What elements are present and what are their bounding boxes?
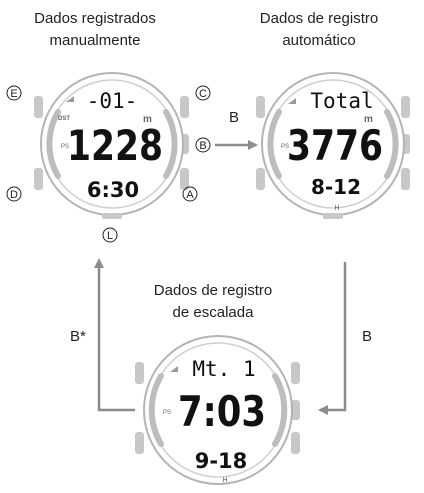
- button-label-b: B: [195, 137, 211, 153]
- svg-text:E: E: [10, 88, 17, 100]
- watch-climb-button-b[interactable]: [291, 400, 300, 420]
- arrow-climb-to-manual: [94, 258, 135, 412]
- button-label-a: A: [182, 186, 198, 202]
- watch-auto-bottom-lug: [323, 213, 343, 219]
- watch-manual-triangle-icon: [66, 96, 74, 102]
- watch-climb-button-a[interactable]: [291, 432, 300, 454]
- watch-climb-main: 7:03: [178, 387, 266, 436]
- svg-text:A: A: [186, 189, 194, 201]
- watch-manual-button-a[interactable]: [180, 168, 189, 190]
- watch-manual-button-e[interactable]: [34, 96, 43, 118]
- watch-auto-arc-right: [384, 109, 399, 179]
- watch-auto-top: Total: [310, 89, 373, 113]
- watch-climb-h: H: [222, 477, 227, 484]
- watch-climb-button-e[interactable]: [135, 362, 144, 384]
- watch-auto-button-d[interactable]: [256, 168, 265, 190]
- caption-climb-line2: de escalada: [172, 304, 254, 321]
- watch-auto-button-e[interactable]: [256, 96, 265, 118]
- svg-text:C: C: [199, 88, 207, 100]
- watch-climb-triangle-icon: [170, 366, 178, 372]
- watch-auto-button-c[interactable]: [401, 96, 410, 118]
- watch-auto-h: H: [334, 205, 339, 212]
- watch-auto-ps: PS: [281, 144, 289, 150]
- watch-auto-button-a[interactable]: [401, 168, 410, 190]
- caption-manual-line1: Dados registrados: [34, 10, 156, 27]
- watch-auto-m: m: [364, 114, 373, 125]
- arrow-label-climb-to-manual: B*: [70, 328, 86, 345]
- watch-climb-arc-right: [272, 373, 288, 447]
- button-label-e: E: [6, 85, 22, 101]
- button-label-l: L: [102, 227, 118, 243]
- svg-text:L: L: [107, 230, 113, 242]
- caption-auto-line2: automático: [282, 32, 356, 49]
- watch-climb-ps: PS: [163, 410, 171, 416]
- watch-climb-button-c[interactable]: [291, 362, 300, 384]
- arrow-label-manual-to-auto: B: [229, 109, 240, 126]
- caption-manual: Dados registrados manualmente: [10, 8, 180, 52]
- watch-auto-triangle-icon: [288, 98, 296, 104]
- watch-auto-bottom: 8-12: [311, 175, 361, 199]
- svg-text:B: B: [199, 140, 206, 152]
- watch-climb-bottom: 9-18: [195, 449, 248, 473]
- watch-manual-ps: PS: [61, 144, 69, 150]
- watch-manual: -01- DST m PS 1228 6:30: [34, 72, 189, 219]
- button-label-d: D: [6, 186, 22, 202]
- watch-auto-arc-left: [267, 109, 282, 179]
- arrow-label-auto-to-climb: B: [362, 328, 373, 345]
- watch-manual-m: m: [143, 114, 152, 125]
- caption-auto-line1: Dados de registro: [259, 10, 379, 27]
- watch-manual-button-d[interactable]: [34, 168, 43, 190]
- watch-manual-top: -01-: [87, 89, 138, 113]
- watch-auto: Total m PS 3776 8-12 H: [256, 72, 410, 219]
- watch-manual-arc-left: [46, 109, 61, 179]
- caption-climb-line1: Dados de registro: [153, 282, 273, 299]
- button-label-c: C: [195, 85, 211, 101]
- caption-climb: Dados de registro de escalada: [128, 280, 298, 324]
- watch-manual-arc-right: [163, 109, 178, 179]
- watch-manual-main: 1228: [67, 121, 163, 170]
- watch-climb-top: Mt. 1: [192, 357, 255, 381]
- watch-manual-bottom: 6:30: [87, 178, 139, 202]
- caption-manual-line2: manualmente: [49, 32, 141, 49]
- watch-auto-main: 3776: [287, 121, 383, 170]
- watch-climb-arc-left: [148, 373, 164, 447]
- watch-manual-dst: DST: [58, 116, 70, 122]
- watch-manual-bottom-lug: [102, 213, 122, 219]
- watch-manual-button-c[interactable]: [180, 96, 189, 118]
- svg-text:D: D: [10, 189, 18, 201]
- watch-climb: Mt. 1 PS 7:03 9-18 H: [135, 335, 300, 485]
- caption-auto: Dados de registro automático: [234, 8, 404, 52]
- arrow-auto-to-climb: [318, 262, 347, 415]
- watch-climb-button-d[interactable]: [135, 432, 144, 454]
